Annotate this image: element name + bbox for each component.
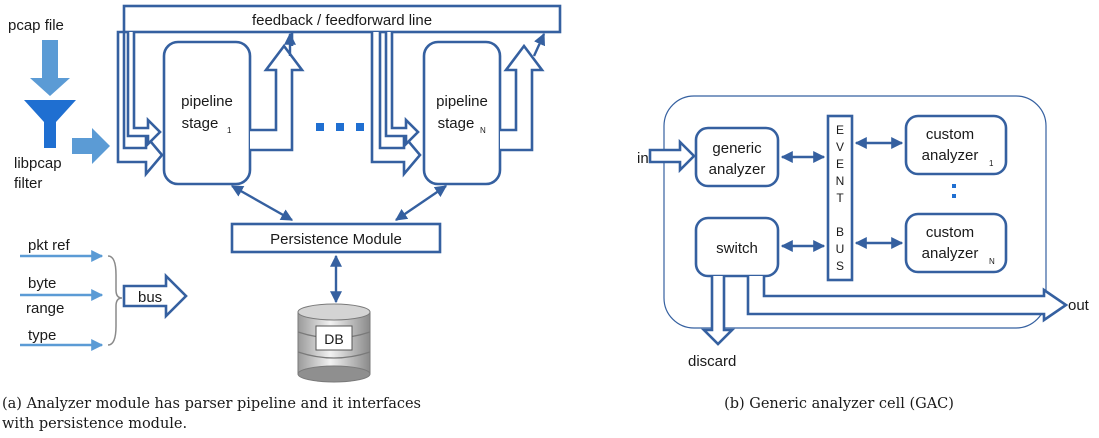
stage-1-line1: pipeline (181, 93, 233, 110)
stage-n-persistence-link (395, 185, 447, 221)
stage-n-line1: pipeline (436, 93, 488, 110)
pcap-file-label: pcap file (8, 17, 64, 34)
range-label: range (26, 300, 64, 317)
persistence-module-label: Persistence Module (270, 231, 402, 248)
generic-analyzer-box (694, 126, 780, 188)
event-bus-letters: E V E N T B U S (836, 123, 845, 273)
bus-brace (107, 255, 123, 346)
event-bus-letter: U (836, 242, 845, 256)
byte-label: byte (28, 275, 56, 292)
caption-b: (b) Generic analyzer cell (GAC) (724, 396, 954, 412)
custom-analyzer-1-line1: custom (926, 126, 974, 143)
stage-1-output-arrow (250, 43, 305, 152)
custom-analyzer-1-box (904, 114, 1008, 176)
custom-analyzer-n-line2: analyzer (922, 245, 979, 262)
stage-1-line2: stage (182, 115, 219, 132)
caption-a-line2: with persistence module. (2, 416, 187, 432)
filter-funnel-icon (24, 100, 76, 148)
generic-analyzer-line1: generic (712, 140, 762, 157)
gac-outline (663, 95, 1047, 329)
stage-n-subscript: N (480, 126, 486, 135)
custom-analyzer-1-line2: analyzer (922, 147, 979, 164)
feedback-line-label: feedback / feedforward line (252, 12, 432, 29)
database-icon: DB (297, 303, 371, 383)
custom-analyzer-n-subscript: N (989, 257, 995, 266)
vertical-dot-1 (952, 184, 956, 188)
caption-a-line1: (a) Analyzer module has parser pipeline … (2, 396, 421, 412)
bus-label: bus (138, 289, 162, 306)
filter-to-pipeline-arrow (72, 128, 110, 164)
generic-analyzer-line2: analyzer (709, 161, 766, 178)
event-bus-letter: V (836, 140, 844, 154)
pipeline-stage-n (422, 40, 502, 186)
vertical-dot-2 (952, 194, 956, 198)
custom-analyzer-n-line1: custom (926, 224, 974, 241)
switch-box (694, 216, 780, 278)
ellipsis-dot-2 (336, 123, 344, 131)
out-label: out (1068, 297, 1090, 314)
stage-1-persistence-link (230, 184, 294, 222)
pkt-ref-label: pkt ref (28, 237, 71, 254)
stage-n-feedback-arrow (384, 32, 420, 148)
event-bus-letter: B (836, 225, 844, 239)
event-bus-letter: E (836, 123, 844, 137)
event-bus-letter: E (836, 157, 844, 171)
stage-n-feedback-link (532, 32, 546, 57)
out-arrow (746, 276, 1069, 323)
custom-analyzer-1-subscript: 1 (989, 159, 994, 168)
generic-analyzer-cell-panel: in generic analyzer switch E V E N T B U… (637, 95, 1090, 412)
pipeline-stage-1 (162, 40, 252, 186)
in-label: in (637, 150, 649, 167)
db-label: DB (324, 331, 343, 347)
event-bus-letter: T (836, 191, 844, 205)
switch-label: switch (716, 240, 758, 257)
event-bus-letter: S (836, 259, 844, 273)
ellipsis-dot-1 (316, 123, 324, 131)
ellipsis-dot-3 (356, 123, 364, 131)
input-hollow-arrow (116, 30, 164, 178)
event-bus-letter: N (836, 174, 845, 188)
discard-arrow (700, 276, 736, 346)
in-arrow (648, 138, 696, 174)
analyzer-module-panel: feedback / feedforward line pcap file li… (2, 4, 562, 432)
custom-analyzer-n-box (904, 212, 1008, 274)
feedback-line-bar (122, 4, 562, 34)
libpcap-label: libpcap (14, 155, 62, 172)
filter-label: filter (14, 175, 42, 192)
pcap-down-arrow (30, 40, 70, 96)
bus-arrow (122, 272, 188, 320)
persistence-module-box (230, 222, 442, 254)
stage-1-subscript: 1 (227, 126, 232, 135)
event-bus-box (826, 114, 854, 282)
discard-label: discard (688, 353, 736, 370)
stage-n-input-arrow (370, 32, 422, 178)
type-label: type (28, 327, 56, 344)
stage-n-output-arrow (500, 43, 545, 152)
feedback-hollow-arrow-1 (126, 32, 162, 148)
stage-n-line2: stage (438, 115, 475, 132)
